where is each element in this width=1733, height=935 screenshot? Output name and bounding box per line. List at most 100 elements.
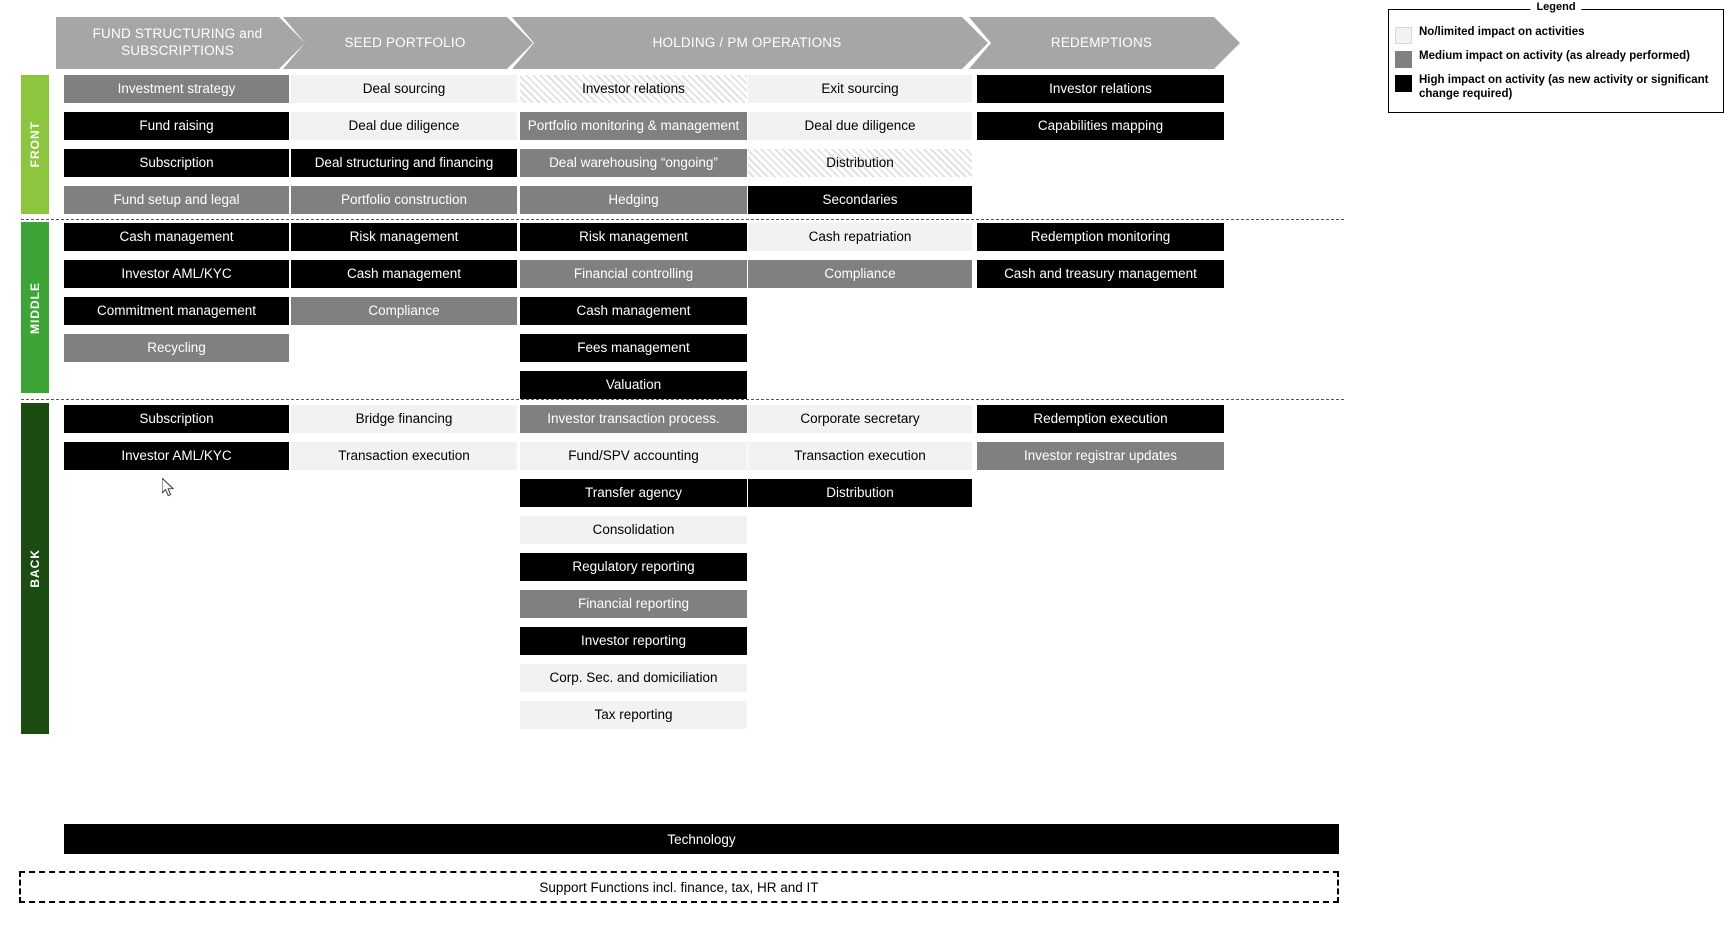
activity-label: Recycling <box>147 340 206 356</box>
activity-box[interactable]: Valuation <box>520 371 747 399</box>
activity-box[interactable]: Financial reporting <box>520 590 747 618</box>
activity-box[interactable]: Hedging <box>520 186 747 214</box>
activity-label: Deal structuring and financing <box>314 155 494 171</box>
legend-item: Medium impact on activity (as already pe… <box>1395 50 1723 68</box>
activity-box[interactable]: Transfer agency <box>520 479 747 507</box>
activity-box[interactable]: Investor AML/KYC <box>64 442 289 470</box>
legend-swatch-med <box>1395 51 1412 68</box>
activity-box[interactable]: Subscription <box>64 149 289 177</box>
activity-label: Commitment management <box>96 303 257 319</box>
activity-label: Hedging <box>608 192 659 208</box>
swimlane-middle-label: MIDDLE <box>28 281 42 334</box>
activity-box[interactable]: Investor relations <box>520 75 747 103</box>
activity-box[interactable]: Distribution <box>748 149 972 177</box>
activity-box[interactable]: Investor reporting <box>520 627 747 655</box>
activity-label: Secondaries <box>822 192 898 208</box>
phase-chevron-2[interactable]: SEED PORTFOLIO <box>283 17 533 69</box>
activity-box[interactable]: Exit sourcing <box>748 75 972 103</box>
technology-bar: Technology <box>64 824 1339 854</box>
phase-chevron-4[interactable]: REDEMPTIONS <box>969 17 1240 69</box>
activity-box[interactable]: Investor transaction process. <box>520 405 747 433</box>
activity-label: Distribution <box>826 155 894 171</box>
legend-swatch-low <box>1395 27 1412 44</box>
activity-box[interactable]: Financial controlling <box>520 260 747 288</box>
activity-box[interactable]: Deal structuring and financing <box>291 149 517 177</box>
activity-label: Portfolio monitoring & management <box>527 118 740 134</box>
activity-box[interactable]: Deal due diligence <box>291 112 517 140</box>
activity-box[interactable]: Deal warehousing “ongoing” <box>520 149 747 177</box>
activity-box[interactable]: Investor relations <box>977 75 1224 103</box>
activity-box[interactable]: Bridge financing <box>291 405 517 433</box>
phase-chevron-1[interactable]: FUND STRUCTURING and SUBSCRIPTIONS <box>56 17 305 69</box>
activity-box[interactable]: Compliance <box>291 297 517 325</box>
activity-box[interactable]: Deal due diligence <box>748 112 972 140</box>
activity-label: Investor transaction process. <box>547 411 720 427</box>
activity-box[interactable]: Cash repatriation <box>748 223 972 251</box>
activity-box[interactable]: Transaction execution <box>748 442 972 470</box>
activity-label: Portfolio construction <box>340 192 468 208</box>
activity-box[interactable]: Deal sourcing <box>291 75 517 103</box>
activity-label: Fees management <box>577 340 690 356</box>
legend-title: Legend <box>1530 1 1582 13</box>
activity-box[interactable]: Corp. Sec. and domiciliation <box>520 664 747 692</box>
swimlane-front: FRONT <box>21 75 49 214</box>
activity-box[interactable]: Cash management <box>520 297 747 325</box>
activity-label: Cash repatriation <box>808 229 912 245</box>
activity-label: Compliance <box>368 303 440 319</box>
phase-chevron-3[interactable]: HOLDING / PM OPERATIONS <box>512 17 988 69</box>
activity-label: Transaction execution <box>794 448 926 464</box>
activity-label: Transaction execution <box>338 448 470 464</box>
activity-box[interactable]: Secondaries <box>748 186 972 214</box>
activity-box[interactable]: Commitment management <box>64 297 289 325</box>
support-functions-label: Support Functions incl. finance, tax, HR… <box>539 879 819 895</box>
phase-chevron-label: REDEMPTIONS <box>1050 34 1153 50</box>
activity-box[interactable]: Investment strategy <box>64 75 289 103</box>
activity-box[interactable]: Compliance <box>748 260 972 288</box>
activity-box[interactable]: Fees management <box>520 334 747 362</box>
activity-box[interactable]: Redemption execution <box>977 405 1224 433</box>
lane-separator-back-top <box>21 399 1344 400</box>
activity-label: Deal sourcing <box>362 81 446 97</box>
activity-box[interactable]: Recycling <box>64 334 289 362</box>
activity-box[interactable]: Tax reporting <box>520 701 747 729</box>
activity-box[interactable]: Consolidation <box>520 516 747 544</box>
support-functions-bar: Support Functions incl. finance, tax, HR… <box>19 871 1339 903</box>
activity-box[interactable]: Capabilities mapping <box>977 112 1224 140</box>
activity-label: Risk management <box>579 229 688 245</box>
activity-label: Risk management <box>349 229 459 245</box>
activity-label: Financial controlling <box>573 266 694 282</box>
legend-item-label: High impact on activity (as new activity… <box>1419 74 1709 100</box>
activity-box[interactable]: Transaction execution <box>291 442 517 470</box>
activity-box[interactable]: Fund raising <box>64 112 289 140</box>
activity-box[interactable]: Investor registrar updates <box>977 442 1224 470</box>
activity-label: Corporate secretary <box>800 411 920 427</box>
activity-box[interactable]: Distribution <box>748 479 972 507</box>
activity-box[interactable]: Portfolio monitoring & management <box>520 112 747 140</box>
activity-label: Tax reporting <box>594 707 673 723</box>
activity-box[interactable]: Subscription <box>64 405 289 433</box>
activity-label: Subscription <box>139 411 214 427</box>
activity-label: Investor relations <box>582 81 685 97</box>
phase-chevron-label: SEED PORTFOLIO <box>344 34 466 50</box>
activity-box[interactable]: Cash and treasury management <box>977 260 1224 288</box>
activity-box[interactable]: Corporate secretary <box>748 405 972 433</box>
activity-box[interactable]: Cash management <box>64 223 289 251</box>
activity-box[interactable]: Redemption monitoring <box>977 223 1224 251</box>
activity-label: Subscription <box>139 155 214 171</box>
activity-box[interactable]: Fund setup and legal <box>64 186 289 214</box>
activity-box[interactable]: Investor AML/KYC <box>64 260 289 288</box>
activity-label: Fund setup and legal <box>113 192 240 208</box>
activity-label: Capabilities mapping <box>1037 118 1164 134</box>
activity-box[interactable]: Cash management <box>291 260 517 288</box>
activity-label: Deal warehousing “ongoing” <box>549 155 718 171</box>
activity-box[interactable]: Regulatory reporting <box>520 553 747 581</box>
swimlane-middle: MIDDLE <box>21 222 49 393</box>
technology-label: Technology <box>667 831 736 847</box>
legend-item: No/limited impact on activities <box>1395 26 1723 44</box>
activity-box[interactable]: Fund/SPV accounting <box>520 442 747 470</box>
activity-box[interactable]: Risk management <box>291 223 517 251</box>
swimlane-back-label: BACK <box>28 549 42 588</box>
activity-box[interactable]: Risk management <box>520 223 747 251</box>
activity-box[interactable]: Portfolio construction <box>291 186 517 214</box>
